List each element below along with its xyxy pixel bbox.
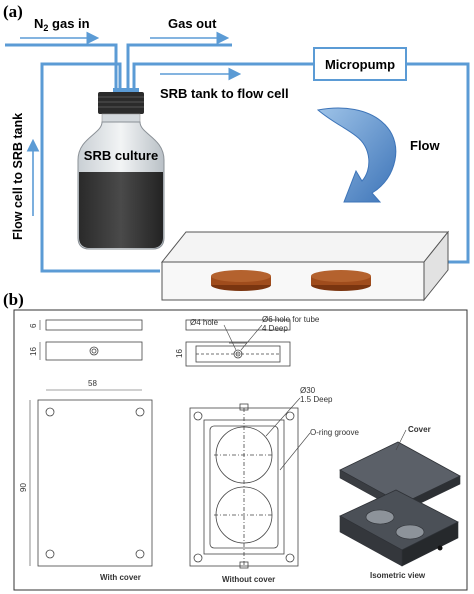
bottle-cap <box>98 92 144 114</box>
hole-4-label: Ø4 hole <box>190 318 219 327</box>
n2-gas-in-label: N2 gas in <box>34 16 90 33</box>
gas-out-label: Gas out <box>168 16 217 31</box>
flow-label: Flow <box>410 138 440 153</box>
cell-to-tank-tube <box>40 62 160 273</box>
tank-to-pump-tube <box>132 62 314 93</box>
dim-16: 16 <box>29 347 38 356</box>
circle-30-label-1: Ø30 <box>300 386 316 395</box>
drawing-top-view <box>45 319 291 367</box>
flow-cell <box>160 230 450 302</box>
panel-b: (b) 6 16 16 58 90 <box>3 290 468 591</box>
plate-with-cover <box>37 399 153 567</box>
panel-a-label: (a) <box>3 2 23 21</box>
dim-6: 6 <box>29 323 38 328</box>
oring-label: O-ring groove <box>310 428 359 437</box>
tank-to-cell-label: SRB tank to flow cell <box>160 86 289 101</box>
cell-to-tank-label: Flow cell to SRB tank <box>11 113 25 240</box>
isometric-view <box>339 441 461 567</box>
caption-without-cover: Without cover <box>222 575 275 584</box>
panel-a: (a) N2 gas in Gas out SRB tank to flow c… <box>3 2 470 302</box>
micropump-label: Micropump <box>325 57 395 72</box>
n2-inlet-tube <box>5 43 118 93</box>
hole-6-label-2: 4 Deep <box>262 324 288 333</box>
cover-label: Cover <box>408 425 431 434</box>
micropump-box <box>313 47 407 81</box>
caption-isometric: Isometric view <box>370 571 426 580</box>
caption-with-cover: With cover <box>100 573 141 582</box>
gas-outlet-tube <box>126 43 232 93</box>
dim-58: 58 <box>88 379 97 388</box>
flow-arrow <box>316 107 397 203</box>
bottle-liquid <box>79 172 163 248</box>
panel-b-label: (b) <box>3 290 24 309</box>
dimension-lines <box>29 320 142 566</box>
plate-without-cover <box>189 403 299 569</box>
dim-90: 90 <box>19 483 28 492</box>
bottle-label: SRB culture <box>84 148 158 163</box>
hole-6-label-1: Ø6 hole for tube <box>262 315 320 324</box>
circle-30-label-2: 1.5 Deep <box>300 395 333 404</box>
culture-bottle: SRB culture <box>77 88 165 250</box>
dim-16b: 16 <box>175 349 184 358</box>
